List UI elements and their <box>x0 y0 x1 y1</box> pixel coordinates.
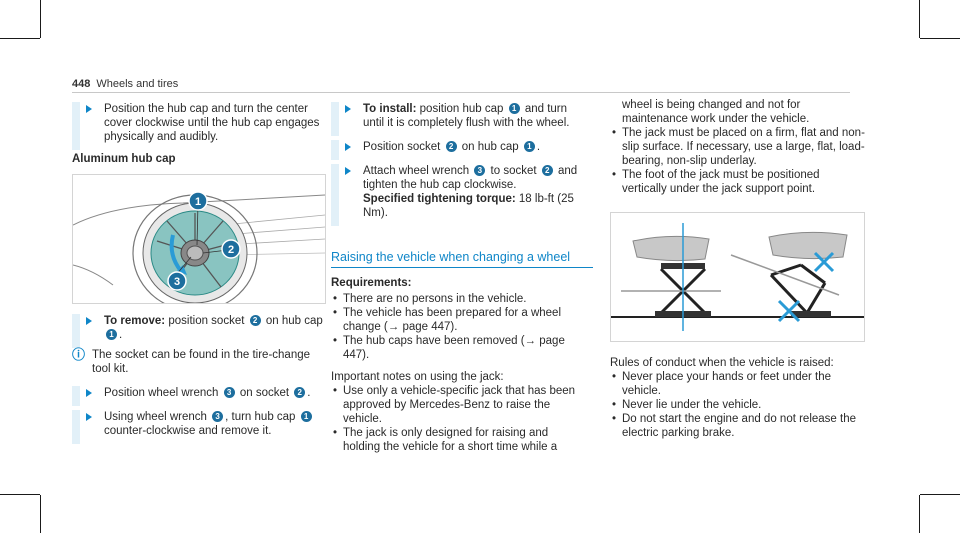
step-bar <box>72 386 80 406</box>
step-to-install: To install: position hub cap 1 and turn … <box>331 102 586 136</box>
crop-mark <box>920 494 960 495</box>
list-item: The hub caps have been removed (→ page 4… <box>331 334 586 362</box>
step-bar <box>72 314 80 348</box>
step-arrow-icon <box>86 389 92 397</box>
crop-mark <box>919 495 920 533</box>
page-number: 448 <box>72 78 91 90</box>
step-bar <box>331 102 339 136</box>
list-item: Use only a vehicle-specific jack that ha… <box>331 384 586 426</box>
crop-mark <box>920 38 960 39</box>
raising-vehicle-heading: Raising the vehicle when changing a whee… <box>331 250 593 268</box>
callout-2 <box>221 239 241 259</box>
step-text: Position the hub cap and turn the center… <box>104 103 320 143</box>
badge-1: 1 <box>508 103 520 115</box>
section-title: Wheels and tires <box>96 78 179 90</box>
list-item: Never lie under the vehicle. <box>610 398 865 412</box>
jack-figure <box>610 212 865 342</box>
wheel-illustration: 1 2 3 <box>73 191 325 303</box>
crop-mark <box>0 38 40 39</box>
step-arrow-icon <box>86 317 92 325</box>
requirements-label: Requirements: <box>331 277 412 289</box>
note-socket: ⓘ The socket can be found in the tire-ch… <box>72 348 327 376</box>
to-install-label: To install: <box>363 103 417 115</box>
torque-label: Specified tightening torque: <box>363 193 516 205</box>
step-bar <box>72 410 80 444</box>
rules-intro: Rules of conduct when the vehicle is rai… <box>610 357 834 369</box>
crop-mark <box>919 0 920 38</box>
callout-1 <box>188 191 208 211</box>
column-2: To install: position hub cap 1 and turn … <box>331 98 593 454</box>
badge-2: 2 <box>294 387 306 399</box>
torque-value: 18 lb-ft (25 Nm). <box>363 193 574 219</box>
continued-text: wheel is being changed and not for maint… <box>622 99 810 125</box>
step-position-socket: Position socket 2 on hub cap 1. <box>331 140 586 160</box>
list-item: The jack must be placed on a firm, flat … <box>610 126 865 168</box>
step-bar <box>331 140 339 160</box>
header-divider <box>72 92 850 93</box>
list-item: The jack is only designed for raising an… <box>331 426 586 454</box>
step-arrow-icon <box>345 105 351 113</box>
jack-notes-intro: Important notes on using the jack: <box>331 371 504 383</box>
list-item: Never place your hands or feet under the… <box>610 370 865 398</box>
badge-2: 2 <box>541 165 553 177</box>
badge-2: 2 <box>249 315 261 327</box>
list-item: There are no persons in the vehicle. <box>331 292 586 306</box>
badge-3: 3 <box>474 165 486 177</box>
step-bar <box>72 102 80 150</box>
aluminum-hub-cap-heading: Aluminum hub cap <box>72 153 176 165</box>
cross-icon <box>777 299 801 323</box>
column-3: wheel is being changed and not for maint… <box>610 98 865 440</box>
callout-1-label: 1 <box>195 196 201 208</box>
wheel-figure: 1 2 3 <box>72 174 326 304</box>
step-attach-wrench: Attach wheel wrench 3 to socket 2 and ti… <box>331 164 586 226</box>
crop-mark <box>40 0 41 38</box>
badge-1: 1 <box>300 411 312 423</box>
step-turn-hub-cap: Using wheel wrench 3, turn hub cap 1 cou… <box>72 410 327 444</box>
crop-mark <box>40 495 41 533</box>
badge-2: 2 <box>445 141 457 153</box>
step-arrow-icon <box>345 143 351 151</box>
badge-3: 3 <box>212 411 224 423</box>
badge-3: 3 <box>223 387 235 399</box>
note-text: The socket can be found in the tire-chan… <box>92 349 311 375</box>
callout-3 <box>167 271 187 291</box>
crop-mark <box>0 494 40 495</box>
step-arrow-icon <box>345 167 351 175</box>
step-bar <box>331 164 339 226</box>
step-position-wrench: Position wheel wrench 3 on socket 2. <box>72 386 327 406</box>
info-icon: ⓘ <box>72 347 86 362</box>
list-item: The foot of the jack must be positioned … <box>610 168 865 196</box>
jack-illustration <box>611 223 864 331</box>
page-header: 448 Wheels and tires <box>72 77 178 91</box>
step-to-remove: To remove: position socket 2 on hub cap … <box>72 314 327 348</box>
column-1: Position the hub cap and turn the center… <box>72 98 327 444</box>
step-arrow-icon <box>86 105 92 113</box>
step-arrow-icon <box>86 413 92 421</box>
to-remove-label: To remove: <box>104 315 166 327</box>
badge-1: 1 <box>106 329 117 341</box>
list-item: Do not start the engine and do not relea… <box>610 412 865 440</box>
step-position-hub-cap: Position the hub cap and turn the center… <box>72 102 327 150</box>
list-item: The vehicle has been prepared for a whee… <box>331 306 586 334</box>
callout-2-label: 2 <box>228 244 234 256</box>
badge-1: 1 <box>523 141 535 153</box>
cross-icon <box>813 251 835 273</box>
callout-3-label: 3 <box>174 276 180 288</box>
